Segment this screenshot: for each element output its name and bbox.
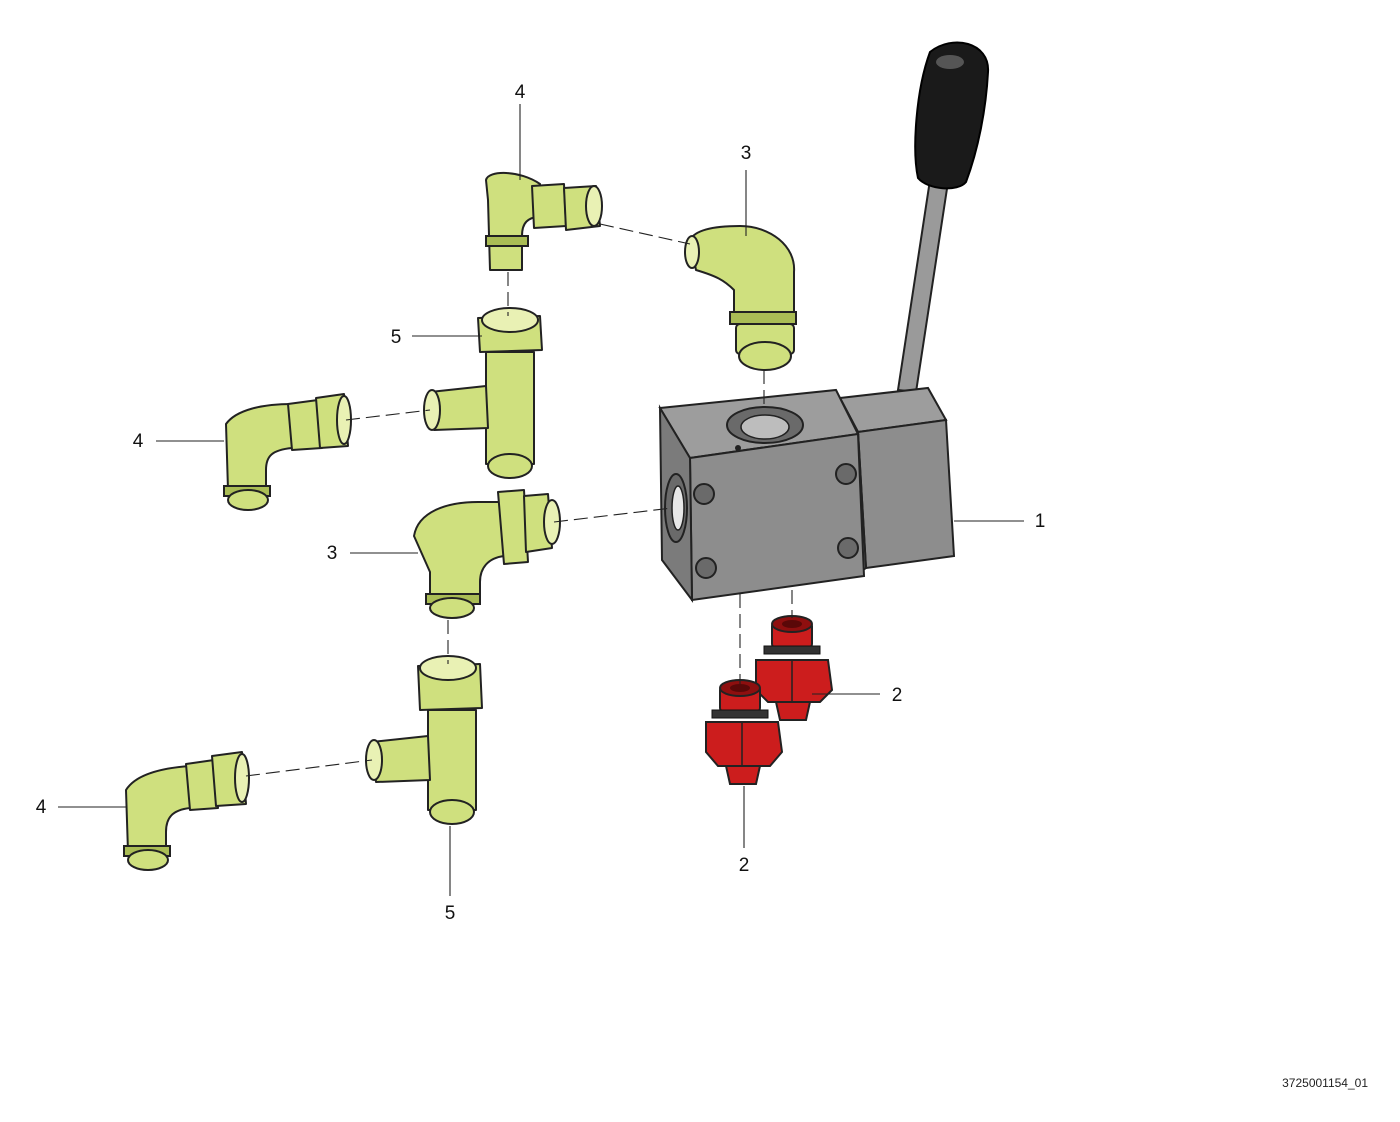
callout-labels: 4 3 5 4 1 3 2 4 2 5 [36,82,1046,924]
callout-1: 1 [1035,511,1046,532]
callout-5-lower: 5 [445,903,456,924]
valve-block [658,41,990,604]
elbow-fitting-top [485,171,603,271]
callout-2-right: 2 [892,685,903,706]
plug-lower [705,679,784,785]
callout-5-upper: 5 [391,327,402,348]
callout-3-top: 3 [741,143,752,164]
lever-rod [896,178,950,394]
plug-upper [755,615,834,721]
callout-3-middle: 3 [327,543,338,564]
callout-2-bottom: 2 [739,855,750,876]
elbow-fitting-middle-left [223,393,352,511]
tee-fitting-upper [423,307,543,479]
elbow-fitting-upper-right [684,225,797,371]
callout-4-top: 4 [515,82,526,103]
leader-lines [58,104,1024,896]
assembly-centerlines [245,223,793,777]
callout-4-middle: 4 [133,431,144,452]
elbow-fitting-bottom-left [123,751,250,871]
lever-knob [914,41,990,190]
tee-fitting-lower [365,655,483,825]
callout-4-bottom: 4 [36,797,47,818]
document-id: 3725001154_01 [1282,1076,1368,1090]
elbow-fitting-middle [413,489,561,619]
